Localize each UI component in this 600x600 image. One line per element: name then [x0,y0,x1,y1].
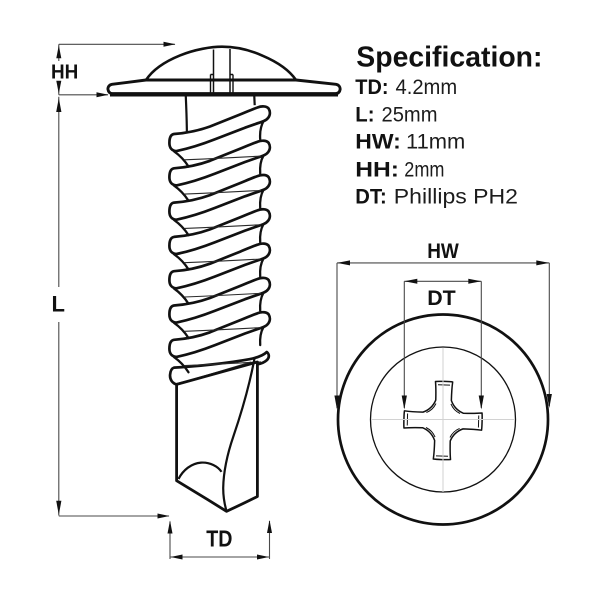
svg-text:HW:: HW: [355,129,401,153]
svg-text:L: L [52,292,65,317]
svg-text:DT: DT [427,286,456,310]
svg-text:DT:: DT: [355,185,387,209]
svg-text:HH: HH [51,61,78,84]
svg-text:TD: TD [206,525,232,551]
svg-text:Phillips PH2: Phillips PH2 [394,185,518,209]
svg-text:TD:: TD: [355,75,388,99]
svg-text:L:: L: [355,102,374,126]
svg-text:11mm: 11mm [406,129,465,153]
svg-text:HH:: HH: [355,157,399,181]
svg-text:2mm: 2mm [404,157,444,181]
svg-text:4.2mm: 4.2mm [396,75,458,99]
svg-text:Specification:: Specification: [356,41,542,73]
svg-text:25mm: 25mm [382,102,438,126]
svg-text:HW: HW [427,239,459,263]
